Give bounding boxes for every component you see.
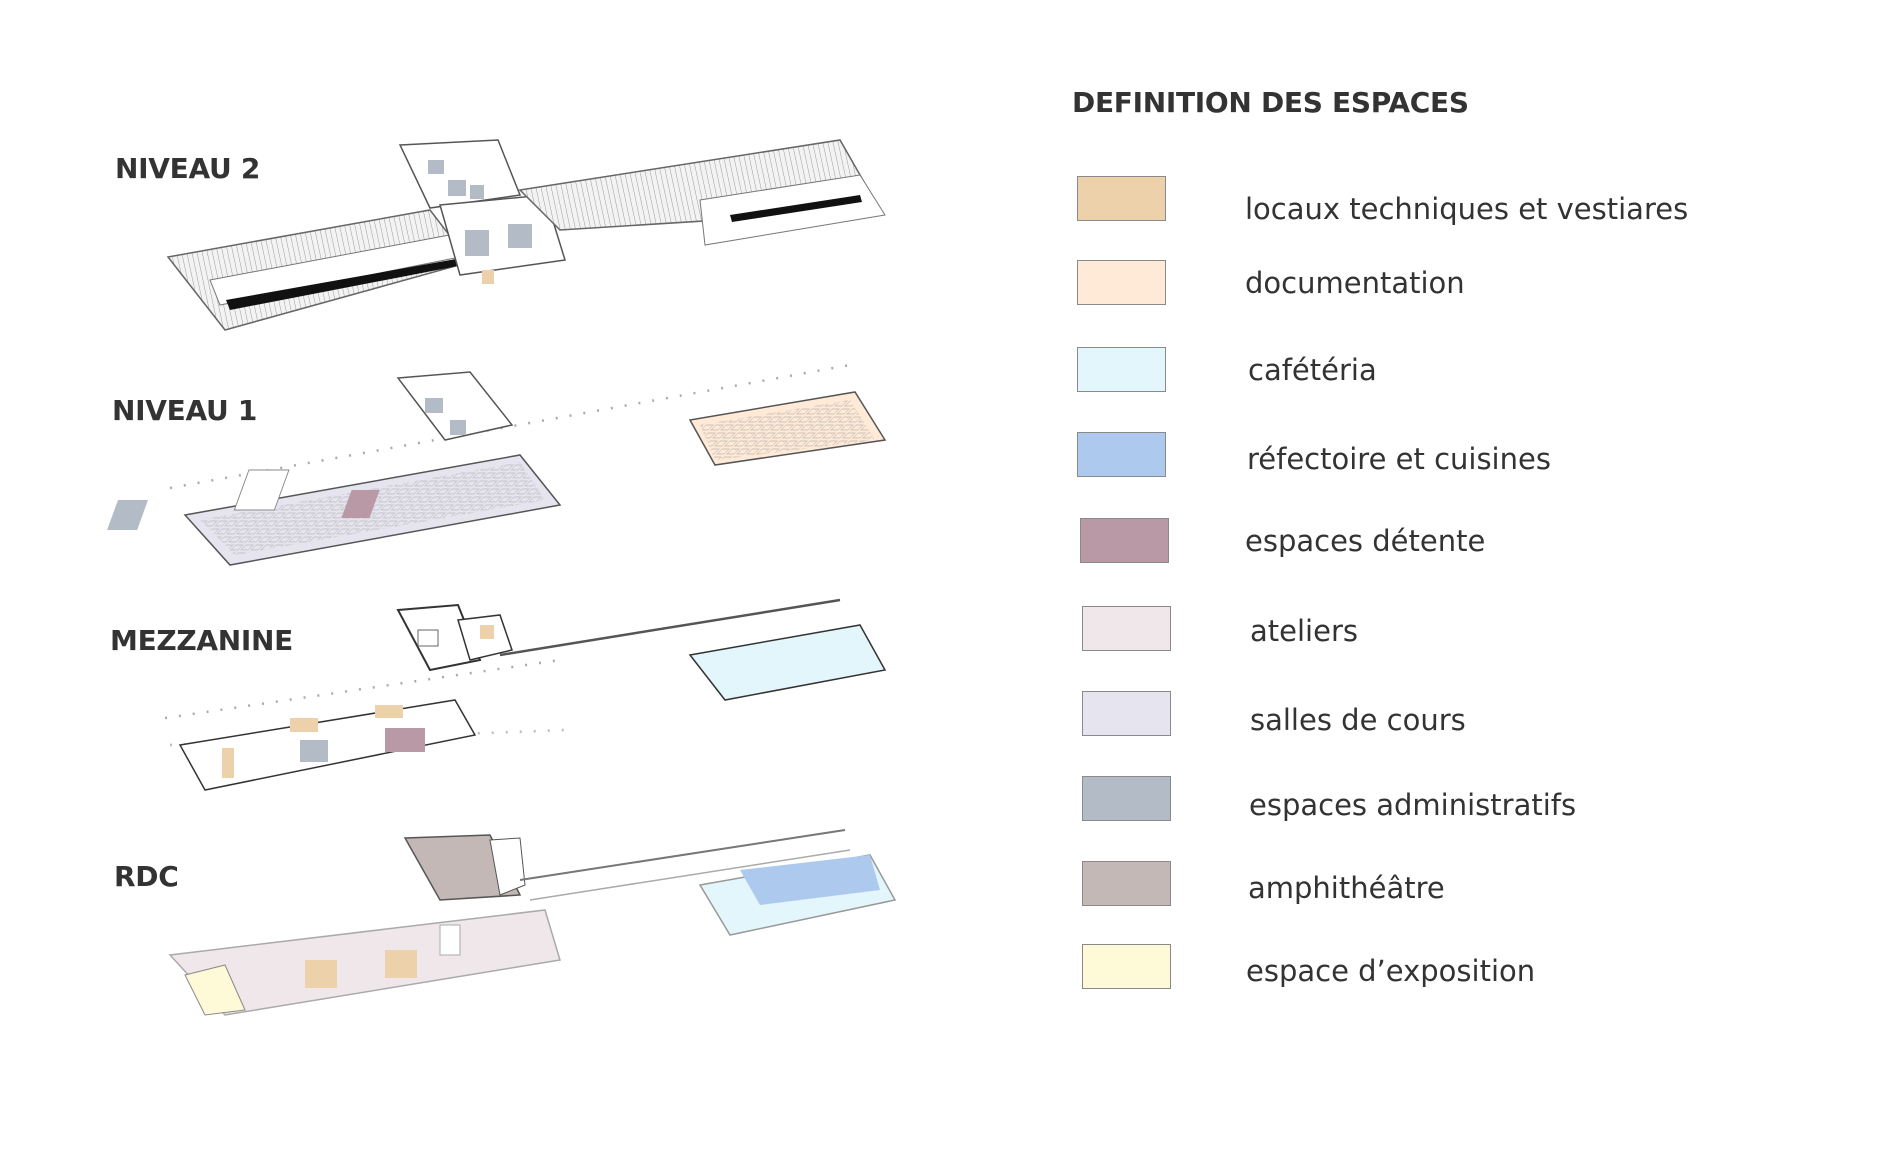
legend-swatch — [1082, 776, 1171, 821]
legend-swatch — [1077, 347, 1166, 392]
level-label-niveau-1: NIVEAU 1 — [112, 394, 258, 427]
legend-item: réfectoire et cuisines — [1077, 432, 1777, 480]
legend-swatch — [1082, 691, 1171, 736]
legend-label: ateliers — [1250, 614, 1358, 648]
legend-swatch — [1082, 861, 1171, 906]
legend-item: cafétéria — [1077, 347, 1777, 395]
legend-item: locaux techniques et vestiares — [1077, 176, 1777, 226]
level-label-mezzanine: MEZZANINE — [110, 624, 293, 657]
legend-title: DEFINITION DES ESPACES — [1072, 86, 1469, 119]
legend-label: espaces détente — [1245, 524, 1486, 558]
legend-item: espaces administratifs — [1077, 776, 1777, 824]
legend-label: documentation — [1245, 266, 1465, 300]
legend-item: documentation — [1077, 260, 1777, 308]
plan-mezzanine — [164, 598, 887, 791]
level-label-niveau-2: NIVEAU 2 — [115, 152, 261, 185]
legend-item: salles de cours — [1077, 691, 1777, 739]
legend-label: amphithéâtre — [1248, 871, 1445, 905]
legend-label: salles de cours — [1250, 703, 1466, 737]
legend-item: amphithéâtre — [1077, 861, 1777, 909]
plan-rdc — [168, 829, 897, 1016]
legend-swatch — [1077, 176, 1166, 221]
legend-label: réfectoire et cuisines — [1247, 442, 1551, 476]
legend-label: locaux techniques et vestiares — [1245, 192, 1689, 226]
plan-niveau-1 — [107, 363, 887, 566]
legend-label: espaces administratifs — [1249, 788, 1577, 822]
legend-swatch — [1077, 432, 1166, 477]
legend-item: espace d’exposition — [1077, 944, 1777, 992]
legend-swatch — [1082, 606, 1171, 651]
legend-swatch — [1082, 944, 1171, 989]
legend-label: cafétéria — [1248, 353, 1377, 387]
legend-swatch — [1077, 260, 1166, 305]
legend-item: ateliers — [1077, 606, 1777, 654]
legend-swatch — [1080, 518, 1169, 563]
level-label-rdc: RDC — [114, 860, 179, 893]
legend-label: espace d’exposition — [1246, 954, 1536, 988]
legend-item: espaces détente — [1077, 518, 1777, 566]
plan-niveau-2 — [166, 139, 886, 331]
